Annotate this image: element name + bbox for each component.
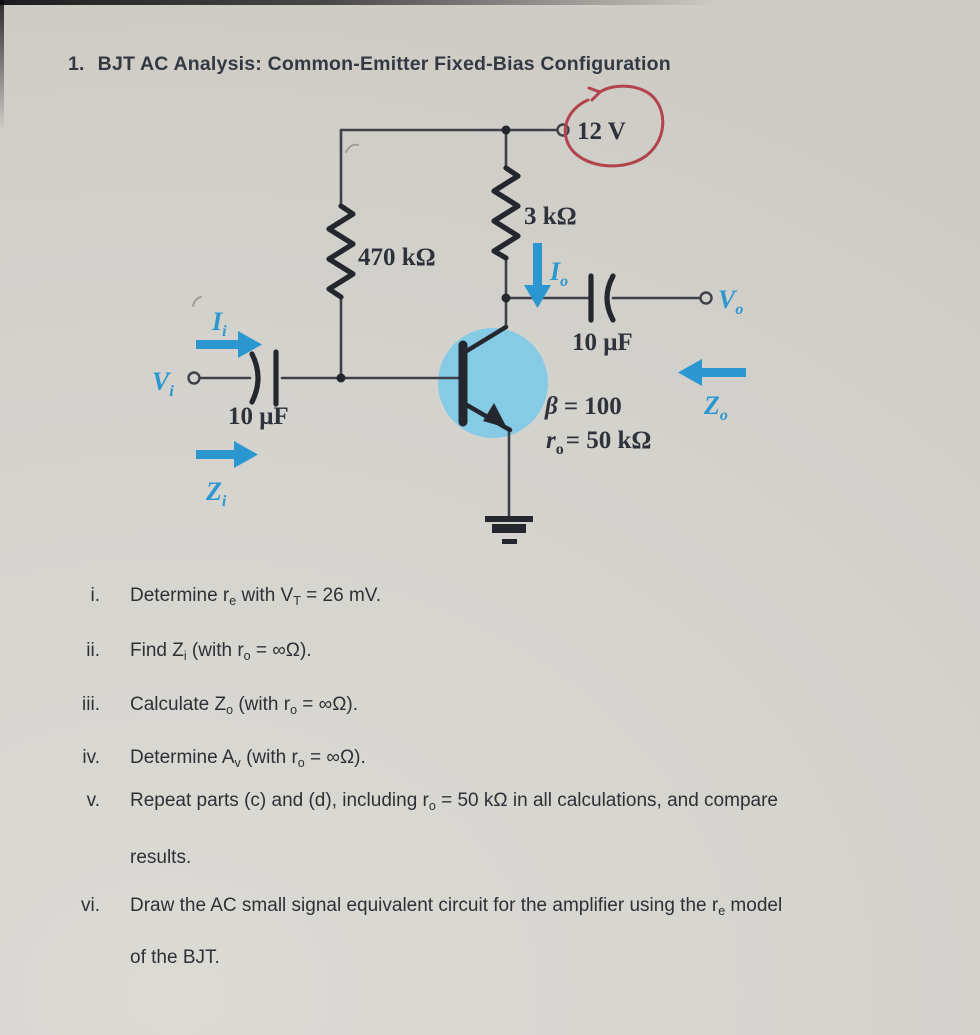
question-text: of the BJT. bbox=[130, 947, 220, 968]
question-number: ii. bbox=[86, 640, 100, 661]
page-title: 1. BJT AC Analysis: Common-Emitter Fixed-… bbox=[68, 53, 671, 76]
label-beta: β= 100 bbox=[544, 393, 622, 420]
ii-arrow-icon bbox=[196, 331, 262, 358]
question-number: i. bbox=[90, 585, 101, 606]
question-text: Find Zi (with ro = ∞Ω). bbox=[130, 640, 312, 663]
question-number: iv. bbox=[82, 747, 100, 768]
question-number: iii. bbox=[82, 694, 100, 715]
capacitor-output bbox=[588, 273, 616, 323]
resistor-rb bbox=[326, 203, 356, 300]
terminal-vo bbox=[699, 291, 713, 305]
question-item: iv. Determine Av (with ro = ∞Ω). bbox=[0, 747, 980, 773]
question-item: vi. Draw the AC small signal equivalent c… bbox=[0, 895, 980, 921]
capacitor-input bbox=[249, 349, 279, 407]
resistor-rc bbox=[491, 165, 521, 261]
terminal-vcc bbox=[556, 123, 570, 137]
problem-number: 1. bbox=[68, 53, 85, 75]
red-circle-annotation bbox=[563, 84, 665, 168]
label-vi: Vi bbox=[152, 367, 174, 400]
ground-icon bbox=[485, 516, 533, 544]
question-item: iii. Calculate Zo (with ro = ∞Ω). bbox=[0, 694, 980, 720]
question-continuation-line: of the BJT. bbox=[0, 947, 980, 973]
question-item: v. Repeat parts (c) and (d), including ro… bbox=[0, 790, 980, 816]
photo-edge-top bbox=[0, 0, 720, 5]
bjt-emitter-arrow-icon bbox=[483, 403, 507, 428]
question-item: ii. Find Zi (with ro = ∞Ω). bbox=[0, 640, 980, 666]
question-text: Draw the AC small signal equivalent circ… bbox=[130, 895, 783, 918]
question-number: vi. bbox=[81, 895, 100, 916]
io-arrow-icon bbox=[524, 243, 551, 308]
label-vo: Vo bbox=[718, 285, 743, 318]
label-cap-out-value: 10 μF bbox=[572, 329, 633, 356]
zo-arrow-icon bbox=[678, 359, 746, 386]
photo-edge-left bbox=[0, 0, 4, 130]
label-zo: Zo bbox=[703, 391, 728, 424]
label-ro: ro= 50 kΩ bbox=[546, 427, 651, 458]
pencil-mark bbox=[192, 296, 202, 307]
label-ii: Ii bbox=[211, 307, 227, 340]
node-dot bbox=[501, 125, 511, 135]
label-cap-in-value: 10 μF bbox=[228, 403, 289, 430]
question-item: i. Determine re with VT = 26 mV. bbox=[0, 585, 980, 611]
pencil-mark bbox=[345, 143, 359, 153]
node-dot bbox=[501, 293, 511, 303]
label-rc-value: 3 kΩ bbox=[524, 203, 577, 230]
problem-title-text: BJT AC Analysis: Common-Emitter Fixed-Bi… bbox=[97, 53, 671, 75]
question-continuation-line: results. bbox=[0, 847, 980, 873]
question-text: Repeat parts (c) and (d), including ro =… bbox=[130, 790, 778, 813]
zi-arrow-icon bbox=[196, 441, 258, 468]
question-text: results. bbox=[130, 847, 192, 868]
question-text: Determine Av (with ro = ∞Ω). bbox=[130, 747, 366, 770]
label-io: Io bbox=[549, 257, 568, 290]
label-supply-voltage: 12 V bbox=[577, 118, 626, 145]
question-text: Calculate Zo (with ro = ∞Ω). bbox=[130, 694, 359, 717]
node-dot bbox=[336, 373, 346, 383]
question-number: v. bbox=[86, 790, 100, 811]
circuit-diagram: 12 V 3 kΩ 470 kΩ 10 μF 10 μF β= 100 ro= … bbox=[152, 84, 746, 544]
bjt-collector-lead bbox=[462, 324, 509, 355]
label-zi: Zi bbox=[205, 477, 227, 510]
terminal-vi bbox=[187, 371, 201, 385]
label-rb-value: 470 kΩ bbox=[358, 244, 436, 271]
question-text: Determine re with VT = 26 mV. bbox=[130, 585, 381, 608]
